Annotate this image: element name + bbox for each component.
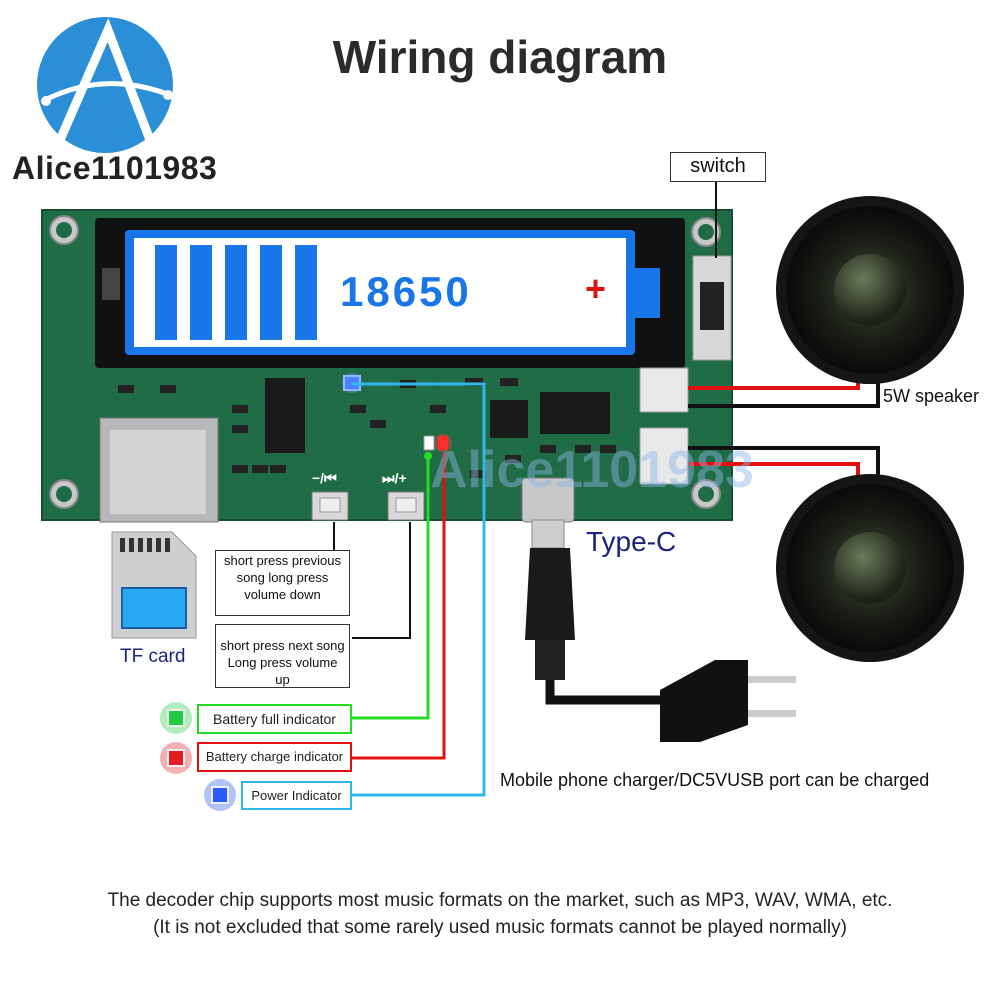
brand-logo-icon [37,17,173,153]
next-button-description: short press next song Long press volume … [215,624,350,688]
switch-label: switch [670,152,766,182]
speaker-top-icon [776,196,964,384]
tf-card-icon [111,531,197,639]
prev-button-description: short press previous song long press vol… [215,550,350,616]
battery-plus: + [585,268,607,309]
pcb-board [41,209,733,523]
brand-name: Alice1101983 [12,150,218,186]
battery-charge-indicator-label: Battery charge indicator [197,742,352,772]
usb-charger-icon [525,519,796,742]
typec-label: Type-C [586,526,677,557]
note-line-1: The decoder chip supports most music for… [107,890,893,911]
prev-button-label: −/⏮ [312,470,337,486]
speaker-bottom-icon [776,474,964,662]
tf-card-label: TF card [120,646,186,667]
watermark: Alice1101983 [430,441,754,499]
full-indicator-wire [352,452,430,720]
next-button-label: ⏭/+ [382,470,407,486]
note-line-2: (It is not excluded that some rarely use… [153,917,847,938]
charge-indicator-wire [352,452,446,760]
blue-led-icon [204,779,236,811]
power-indicator-wire [352,382,486,797]
red-led-icon [160,742,192,774]
charger-label: Mobile phone charger/DC5VUSB port can be… [500,770,930,790]
green-led-icon [160,702,192,734]
battery-full-indicator-label: Battery full indicator [197,704,352,734]
battery-label: 18650 [340,268,472,315]
power-indicator-label: Power Indicator [241,781,352,810]
speaker-label: 5W speaker [883,386,980,406]
page-title: Wiring diagram [332,31,668,83]
